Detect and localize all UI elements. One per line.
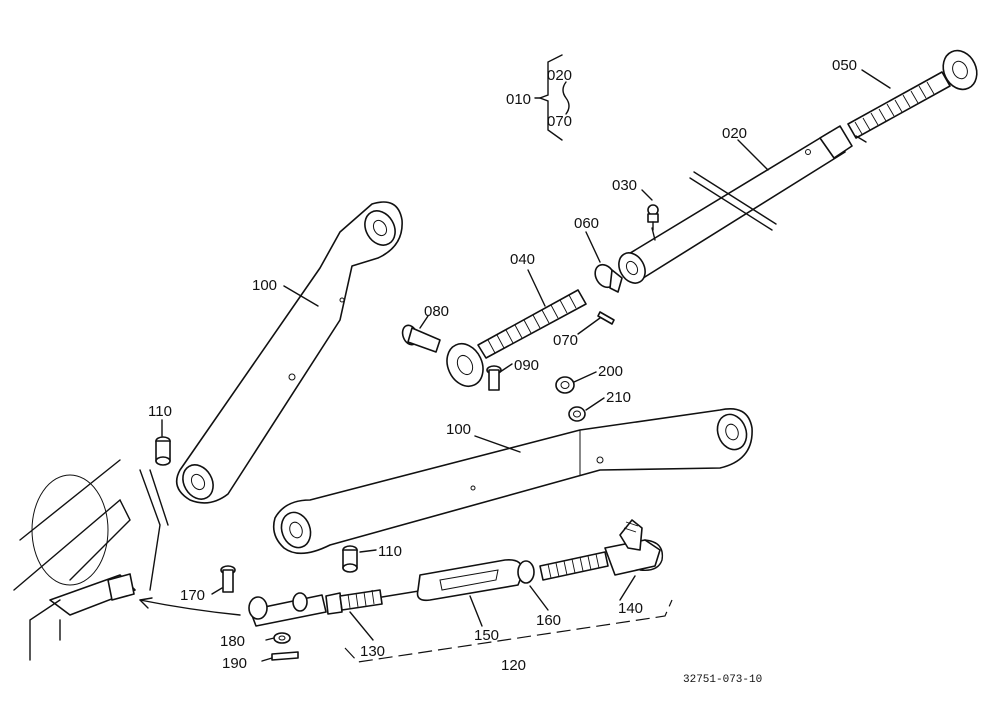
- callout-050: 050: [832, 57, 857, 74]
- drawing-number: 32751-073-10: [683, 674, 762, 686]
- lynch-pin-110-right: [342, 545, 358, 573]
- callout-160: 160: [536, 612, 561, 629]
- callout-170: 170: [180, 587, 205, 604]
- callout-030: 030: [612, 177, 637, 194]
- lock-nut-060: [594, 263, 623, 293]
- grease-nipple-030: [647, 204, 659, 231]
- callout-040: 040: [510, 251, 535, 268]
- callout-020-range-start: 020: [547, 67, 572, 84]
- lynch-pin-110-left: [155, 436, 171, 466]
- nut-200: [555, 376, 575, 394]
- pin-170: [220, 565, 236, 593]
- lower-link-arm-100-right: [272, 408, 753, 555]
- callout-180: 180: [220, 633, 245, 650]
- callout-100-lower: 100: [446, 421, 471, 438]
- callout-010: 010: [506, 91, 531, 108]
- split-pin-190: [271, 651, 299, 661]
- callout-labels: 010 020 070 020 030 040 050 060 070 080 …: [148, 57, 857, 674]
- leader-lines: [161, 69, 891, 662]
- callout-110-upper: 110: [148, 403, 172, 420]
- callout-140: 140: [618, 600, 643, 617]
- callout-110-lower: 110: [378, 543, 402, 560]
- callout-060: 060: [574, 215, 599, 232]
- callout-070: 070: [553, 332, 578, 349]
- check-link-assembly-120: [248, 519, 664, 627]
- callout-130: 130: [360, 643, 385, 660]
- tractor-frame: [13, 459, 241, 661]
- washer-180: [273, 632, 291, 644]
- callout-080: 080: [424, 303, 449, 320]
- pin-080: [401, 324, 441, 353]
- pin-090: [486, 365, 502, 391]
- callout-200: 200: [598, 363, 623, 380]
- callout-120: 120: [501, 657, 526, 674]
- callout-070-range-end: 070: [547, 113, 572, 130]
- callout-190: 190: [222, 655, 247, 672]
- callout-100-upper: 100: [252, 277, 277, 294]
- callout-020: 020: [722, 125, 747, 142]
- lower-link-arm-100-left: [175, 201, 403, 504]
- assembly-bracket-010: [534, 54, 570, 141]
- spring-pin-070: [597, 311, 615, 325]
- washer-210: [568, 406, 586, 422]
- callout-090: 090: [514, 357, 539, 374]
- group-line-120: [344, 599, 673, 663]
- threaded-eye-050: [847, 49, 978, 143]
- callout-150: 150: [474, 627, 499, 644]
- threaded-rod-040: [446, 289, 587, 387]
- callout-210: 210: [606, 389, 631, 406]
- top-link-tube-020: [618, 125, 853, 284]
